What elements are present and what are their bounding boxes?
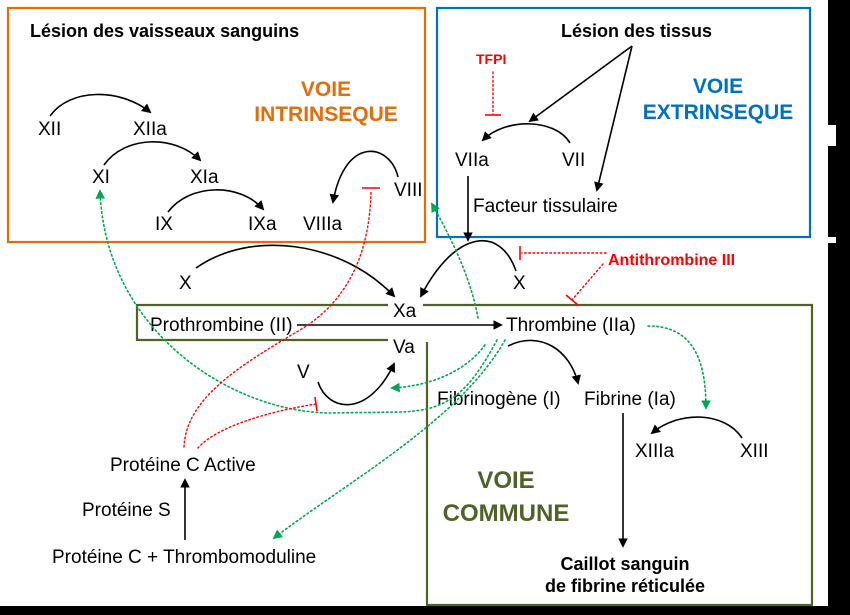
- factor-viiia-label: VIIIa: [303, 214, 343, 235]
- inhibition-proteine-c-v-bar: [314, 396, 318, 412]
- factor-xi-label: XI: [92, 167, 110, 188]
- factor-xa-label: Xa: [393, 301, 417, 322]
- edge-notch-lower: [828, 237, 836, 243]
- common-pathway-box: [135, 303, 814, 607]
- inhibition-proteine-c-to-v: [197, 403, 317, 449]
- arrow-xii-to-xiia: [49, 93, 152, 117]
- factor-xiiia-label: XIIIa: [635, 441, 675, 462]
- edge-notch-upper: [828, 125, 836, 146]
- extrinsic-voie-line2: EXTRINSEQUE: [643, 101, 794, 124]
- arrow-tissue-injury-to-tissue-factor: [594, 45, 633, 192]
- factor-vii-label: VII: [562, 150, 585, 171]
- arrow-xi-to-xia: [103, 141, 202, 166]
- extrinsic-pathway-box: [435, 6, 812, 239]
- arrow-tissue-injury-to-vii-activation: [528, 45, 633, 123]
- arrow-xiii-to-xiiia: [650, 416, 743, 439]
- arrow-fibrinogene-to-fibrine: [507, 339, 581, 385]
- arrow-viii-to-viiia: [329, 150, 399, 204]
- activation-thrombine-to-xiii: [647, 325, 711, 410]
- intrinsic-title: Lésion des vaisseaux sanguins: [30, 21, 299, 41]
- extrinsic-voie-line1: VOIE: [693, 75, 743, 98]
- arrow-x-left-to-xa: [195, 244, 396, 298]
- proteine-c-thrombomoduline-label: Protéine C + Thrombomoduline: [52, 547, 316, 568]
- factor-x-left-label: X: [179, 273, 192, 294]
- arrow-v-to-va: [317, 362, 395, 406]
- common-voie-line2: COMMUNE: [443, 500, 570, 527]
- factor-x-right-label: X: [513, 273, 526, 294]
- factor-ixa-label: IXa: [248, 214, 277, 235]
- activation-thrombine-to-proteine-c: [272, 339, 506, 540]
- inhibition-antithrombine-thrombine-bar: [565, 294, 579, 306]
- factor-xia-label: XIa: [190, 167, 219, 188]
- arrow-vii-to-viia: [481, 123, 571, 144]
- proteine-s-label: Protéine S: [82, 500, 171, 521]
- clot-label-line1: Caillot sanguin: [560, 554, 689, 574]
- inhibition-proteine-c-to-viii: [183, 189, 372, 448]
- proteine-c-active-label: Protéine C Active: [110, 455, 256, 476]
- factor-xiia-label: XIIa: [133, 119, 167, 140]
- activation-thrombine-to-viii: [431, 202, 479, 319]
- antithrombine-label: Antithrombine III: [608, 252, 735, 269]
- activation-thrombine-to-va: [390, 344, 486, 393]
- intrinsic-voie-line2: INTRINSEQUE: [254, 103, 398, 126]
- tissue-factor-label: Facteur tissulaire: [473, 196, 618, 217]
- factor-viia-label: VIIa: [455, 150, 489, 171]
- fibrine-label: Fibrine (Ia): [584, 389, 676, 410]
- arrow-ix-to-ixa: [167, 189, 265, 213]
- extrinsic-title: Lésion des tissus: [561, 21, 712, 41]
- intrinsic-pathway-box: [6, 6, 427, 244]
- canvas-background: [0, 0, 828, 606]
- clot-label-line2: de fibrine réticulée: [545, 576, 705, 596]
- factor-viii-label: VIII: [394, 180, 423, 201]
- tfpi-label: TFPI: [476, 51, 506, 67]
- factor-xii-label: XII: [38, 119, 61, 140]
- fibrinogene-label: Fibrinogène (I): [437, 389, 561, 410]
- factor-va-label: Va: [393, 337, 415, 358]
- arrow-x-right-to-xa: [420, 240, 517, 298]
- inhibition-antithrombine-to-thrombine: [571, 263, 604, 301]
- thrombine-label: Thrombine (IIa): [506, 315, 636, 336]
- prothrombine-label: Prothrombine (II): [150, 315, 293, 336]
- intrinsic-voie-line1: VOIE: [301, 78, 351, 101]
- factor-v-label: V: [297, 362, 310, 383]
- common-voie-line1: VOIE: [477, 467, 534, 494]
- factor-ix-label: IX: [155, 214, 173, 235]
- factor-xiii-label: XIII: [740, 441, 769, 462]
